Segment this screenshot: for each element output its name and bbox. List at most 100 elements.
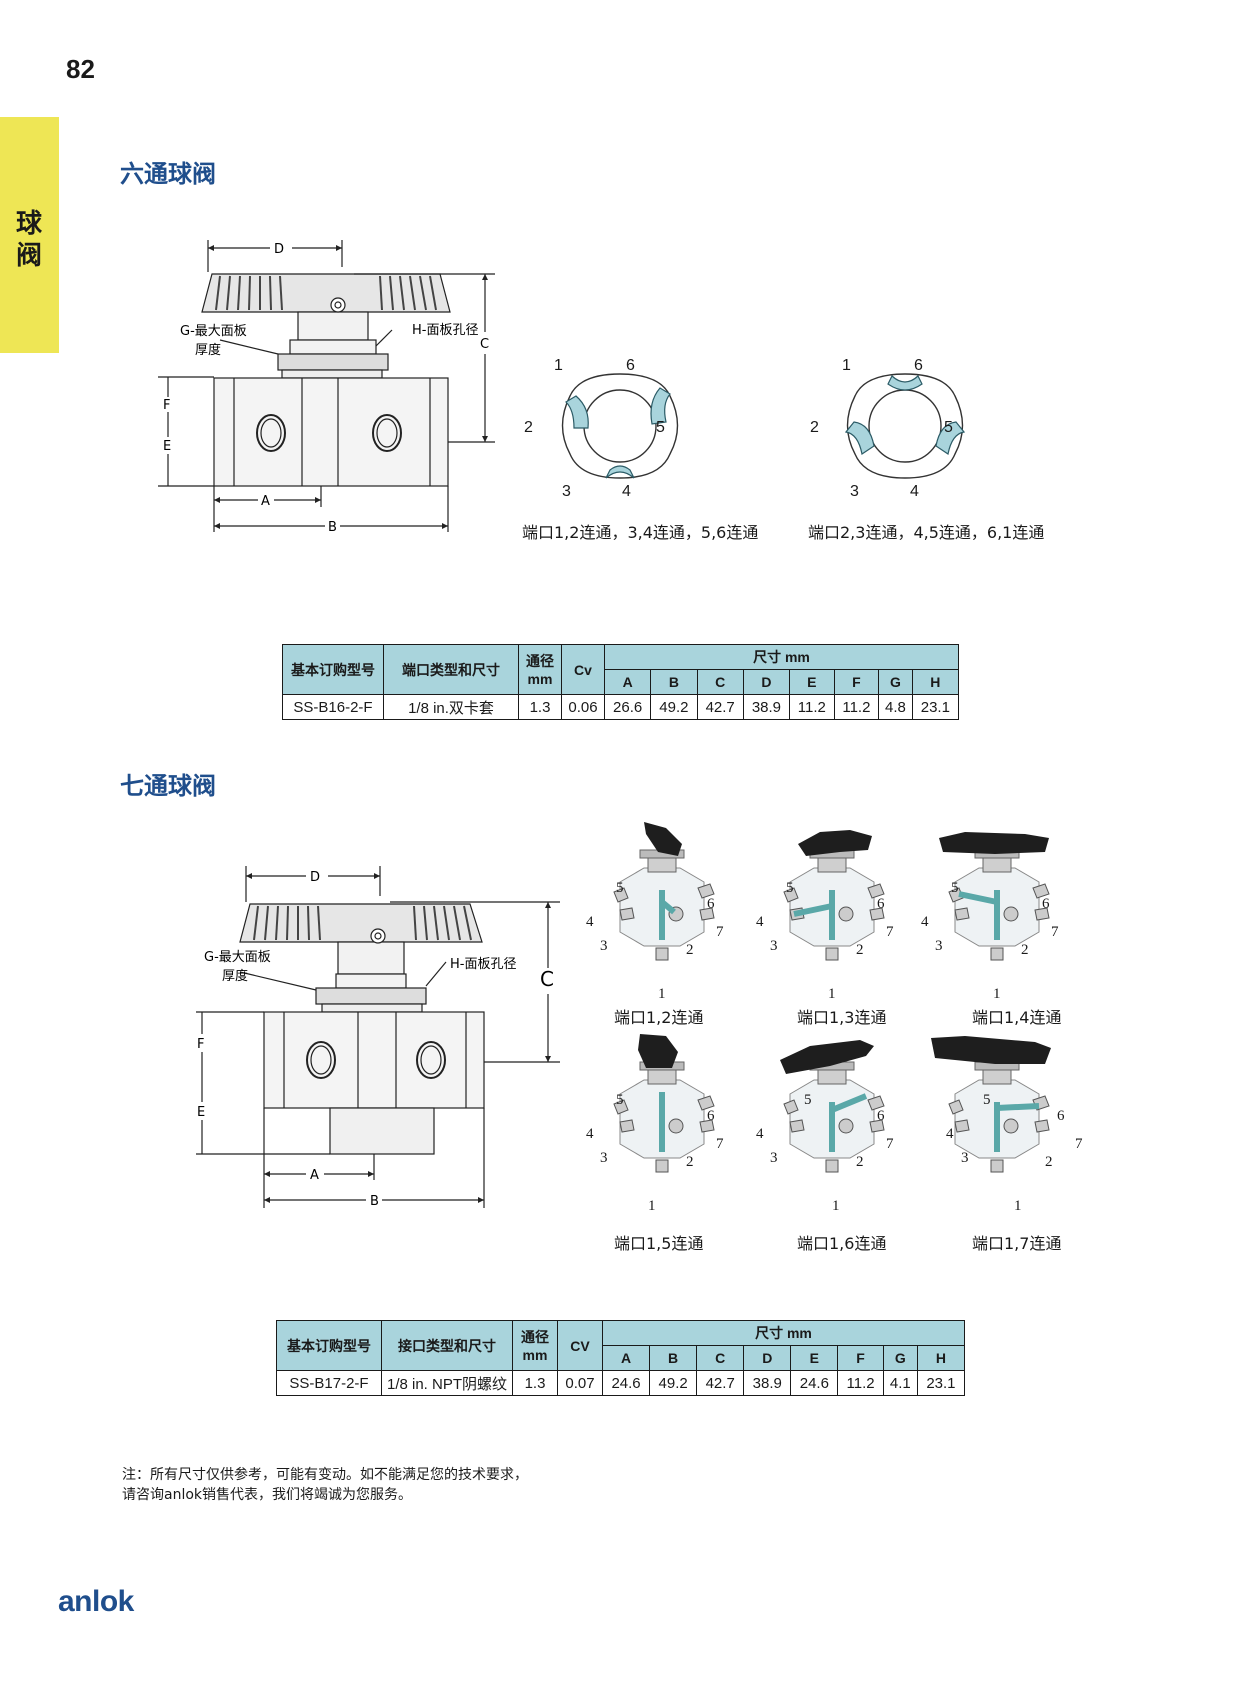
g-label-1: G-最大面板: [204, 950, 271, 965]
side-tab-char-1: 球: [16, 209, 43, 239]
port-label: 4: [921, 914, 929, 930]
h-label: H-面板孔径: [450, 957, 516, 972]
side-tab-char-2: 阀: [16, 241, 43, 271]
header-port: 接口类型和尺寸: [381, 1320, 513, 1371]
port-label: 4: [910, 483, 919, 500]
seven-way-valve-drawing: D C F E A B G-最大面板 厚度 H-面板孔径: [196, 866, 560, 1209]
port-label: 5: [786, 880, 794, 896]
cell-model: SS-B17-2-F: [276, 1370, 382, 1396]
port-label: 2: [1021, 942, 1029, 958]
header-port: 端口类型和尺寸: [383, 644, 519, 695]
dim-col: F: [833, 669, 880, 695]
g-label-2: 厚度: [195, 342, 221, 358]
dim-b-label: B: [328, 520, 337, 535]
dim-col: D: [742, 669, 791, 695]
table-row: SS-B17-2-F 1/8 in. NPT阴螺纹 1.3 0.07 24.6 …: [276, 1370, 966, 1396]
port-label: 1: [648, 1198, 656, 1214]
port-label: 2: [1045, 1154, 1053, 1170]
dim-b-label: B: [370, 1194, 379, 1209]
valve-1-7: [931, 1036, 1051, 1173]
dim-a-label: A: [310, 1168, 319, 1183]
port-label: 3: [600, 1150, 608, 1166]
port-label: 6: [914, 357, 923, 374]
cell-dim: 4.1: [882, 1370, 918, 1396]
port-label: 4: [622, 483, 631, 500]
port-label: 5: [944, 419, 953, 436]
dim-col: H: [916, 1345, 966, 1371]
port-label: 4: [756, 914, 764, 930]
side-tab: 球 阀: [0, 117, 59, 353]
valve-1-6: [780, 1040, 885, 1173]
port-label: 2: [856, 1154, 864, 1170]
dim-c-label: C: [480, 337, 489, 352]
port-label: 5: [951, 880, 959, 896]
dim-col: A: [601, 1345, 651, 1371]
cell-port: 1/8 in. NPT阴螺纹: [381, 1370, 513, 1396]
header-cv: CV: [557, 1320, 603, 1371]
valve-1-2: [613, 822, 715, 961]
footnote: 注：所有尺寸仅供参考，可能有变动。如不能满足您的技术要求， 请咨询anlok销售…: [122, 1465, 528, 1505]
cell-dim: 24.6: [601, 1370, 651, 1396]
port-label: 2: [856, 942, 864, 958]
cell-dim: 26.6: [603, 694, 652, 720]
valve-1-5: [613, 1034, 715, 1173]
dim-f-label: F: [163, 398, 170, 413]
footnote-line-1: 注：所有尺寸仅供参考，可能有变动。如不能满足您的技术要求，: [122, 1467, 528, 1483]
six-way-caption-left: 端口1,2连通，3,4连通，5,6连通: [522, 523, 759, 542]
dim-d-label: D: [310, 870, 320, 885]
port-label: 5: [983, 1092, 991, 1108]
caption-1-3: 端口1,3连通: [797, 1008, 887, 1027]
footnote-line-2: 请咨询anlok销售代表，我们将竭诚为您服务。: [122, 1487, 413, 1503]
table-row: SS-B16-2-F 1/8 in.双卡套 1.3 0.06 26.6 49.2…: [282, 694, 960, 720]
cell-cv: 0.06: [561, 694, 605, 720]
six-way-port-diagrams: 1 6 2 5 3 4 1 6 2 5 3 4: [524, 357, 966, 500]
dim-c-label: C: [540, 967, 554, 991]
dim-a-label: A: [261, 494, 270, 509]
six-way-valve-drawing: D C F E A B G-最大面板 厚度 H-面板孔径: [158, 240, 495, 535]
header-cv: Cv: [561, 644, 605, 695]
port-label: 3: [961, 1150, 969, 1166]
g-label-1: G-最大面板: [180, 324, 247, 339]
port-label: 6: [707, 1108, 715, 1124]
port-label: 1: [554, 357, 563, 374]
port-label: 2: [686, 1154, 694, 1170]
dim-e-label: E: [197, 1105, 205, 1120]
port-label: 7: [1051, 924, 1059, 940]
section1-title: 六通球阀: [120, 160, 216, 188]
cell-cv: 0.07: [557, 1370, 603, 1396]
port-label: 7: [1075, 1136, 1083, 1152]
g-label-2: 厚度: [222, 968, 248, 984]
six-way-caption-right: 端口2,3连通，4,5连通，6,1连通: [808, 523, 1045, 542]
port-label: 7: [886, 924, 894, 940]
header-model: 基本订购型号: [282, 644, 384, 695]
port-label: 5: [656, 419, 665, 436]
cell-dim: 11.2: [789, 694, 835, 720]
dim-e-label: E: [163, 439, 171, 454]
page-number: 82: [66, 54, 95, 84]
caption-1-6: 端口1,6连通: [797, 1234, 887, 1253]
cell-dim: 38.9: [742, 694, 791, 720]
header-dims: 尺寸 mm: [602, 1320, 965, 1346]
port-label: 6: [877, 896, 885, 912]
cell-dim: 23.1: [916, 1370, 966, 1396]
section2-title: 七通球阀: [120, 772, 216, 800]
dim-d-label: D: [274, 242, 284, 257]
cell-dim: 42.7: [696, 1370, 745, 1396]
port-label: 4: [946, 1126, 954, 1142]
port-label: 4: [756, 1126, 764, 1142]
dim-col: C: [696, 669, 744, 695]
port-label: 2: [686, 942, 694, 958]
cell-dim: 49.2: [649, 1370, 698, 1396]
port-label: 3: [850, 483, 859, 500]
caption-1-5: 端口1,5连通: [614, 1234, 704, 1253]
port-label: 1: [842, 357, 851, 374]
port-label: 6: [707, 896, 715, 912]
cell-dim: 11.2: [837, 1370, 884, 1396]
seven-way-valve-grid: 5 6 4 7 3 2 1 5 6 4 7 3 2 1 5 6 4 7 3 2 …: [586, 822, 1083, 1214]
port-label: 1: [993, 986, 1001, 1002]
cell-dim: 4.8: [878, 694, 913, 720]
port-label: 3: [562, 483, 571, 500]
